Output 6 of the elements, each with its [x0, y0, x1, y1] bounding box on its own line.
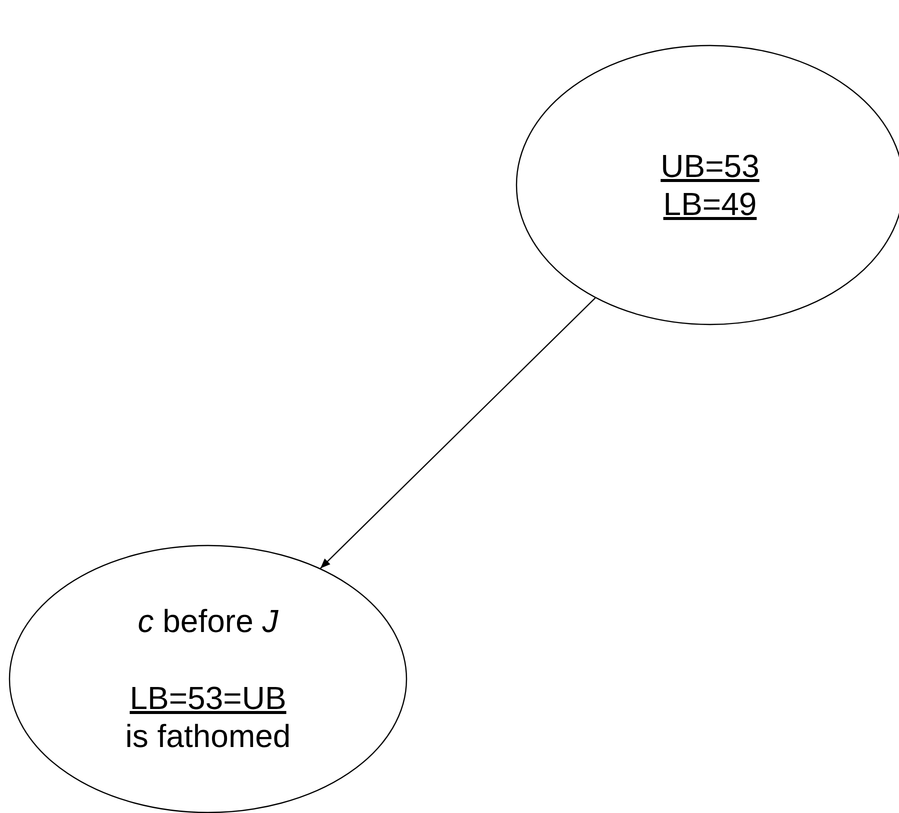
node-text: UB=53: [660, 146, 760, 185]
node-text: c before J: [138, 602, 278, 641]
arrow: [320, 297, 596, 569]
node-text: LB=49: [663, 185, 757, 224]
node-text: is fathomed: [125, 717, 291, 756]
node-text: LB=53=UB: [130, 678, 286, 718]
